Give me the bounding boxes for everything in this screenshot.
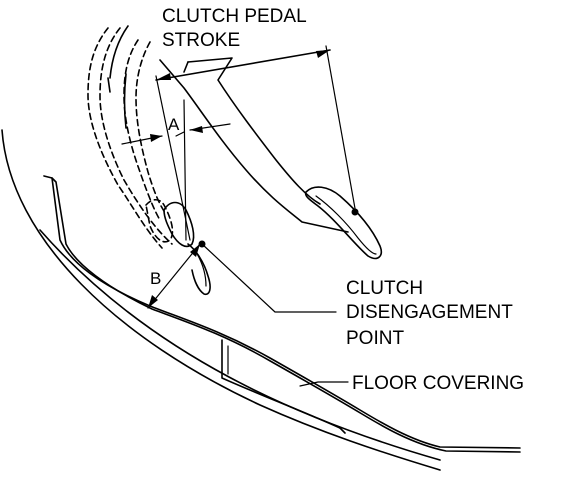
clutch-pedal-stroke-label-line1: CLUTCH PEDAL bbox=[162, 6, 307, 27]
clutch-pedal-stroke-label-line2: STROKE bbox=[162, 30, 240, 51]
clutch-disengagement-point-label-line1: CLUTCH bbox=[346, 278, 423, 299]
pedal-arm bbox=[107, 25, 383, 260]
dimension-a bbox=[121, 99, 231, 241]
clutch-disengagement-point-label-line2: DISENGAGEMENT bbox=[346, 302, 513, 323]
floor-covering-label: FLOOR COVERING bbox=[352, 373, 524, 394]
pedal-stroke-dimension bbox=[155, 45, 357, 241]
floor-panel bbox=[43, 175, 521, 453]
dimension-b-label: B bbox=[150, 269, 161, 288]
floor-covering-leader bbox=[299, 381, 349, 387]
disengagement-point-marker bbox=[198, 208, 359, 313]
dimension-b bbox=[147, 243, 201, 309]
floor-covering bbox=[221, 339, 346, 434]
dimension-a-label: A bbox=[168, 115, 180, 134]
pedal-pad-lower bbox=[163, 201, 211, 296]
vehicle-body-outline bbox=[1, 129, 441, 471]
clutch-disengagement-point-label-line3: POINT bbox=[346, 328, 404, 349]
pedal-arm-dashed-positions bbox=[87, 27, 174, 249]
